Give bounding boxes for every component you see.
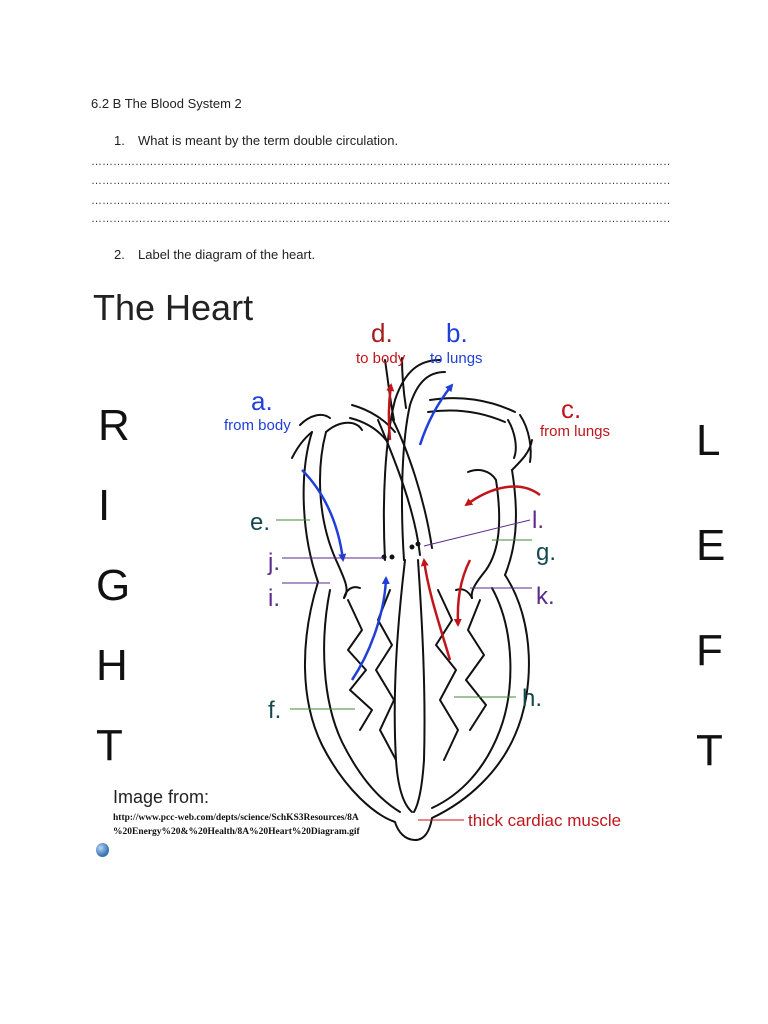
label-e: e. (250, 509, 270, 536)
label-i: i. (268, 585, 280, 612)
answer-line[interactable]: …………………………………………………………………………………………………………… (91, 213, 671, 225)
arrow-blue-right-atrium (301, 469, 347, 562)
question-1: 1. What is meant by the term double circu… (114, 133, 398, 148)
label-h: h. (522, 685, 542, 712)
side-letter: H (96, 641, 128, 690)
side-letter: T (96, 721, 123, 770)
heart-diagram: The Heart R I G H T L E F T (93, 287, 725, 841)
left-side-letters: L E F T (696, 416, 725, 775)
arrow-blue-to-lungs (418, 383, 454, 446)
label-c: c. (561, 394, 581, 424)
label-k: k. (536, 583, 555, 610)
arrow-blue-right-ventricle (350, 576, 390, 681)
label-leader-lines (276, 519, 532, 821)
label-f: f. (268, 697, 281, 724)
label-a: a. (251, 386, 273, 416)
label-d-sub: to body (356, 350, 406, 367)
question-number: 2. (114, 247, 125, 262)
question-2: 2. Label the diagram of the heart. (114, 247, 315, 262)
side-letter: L (696, 416, 720, 465)
label-a-sub: from body (224, 417, 291, 434)
arrow-red-left-vent-up (420, 558, 452, 661)
arrow-red-left-atrium (464, 485, 541, 507)
heart-labels: a. from body b. to lungs c. from lungs d… (224, 318, 621, 830)
label-j: j. (267, 549, 280, 576)
answer-line[interactable]: …………………………………………………………………………………………………………… (91, 195, 671, 207)
label-d: d. (371, 318, 393, 348)
side-letter: F (696, 626, 723, 675)
side-letter: R (98, 401, 130, 450)
answer-line[interactable]: …………………………………………………………………………………………………………… (91, 175, 671, 187)
source-heading: Image from: (113, 787, 209, 807)
image-source: Image from: http://www.pcc-web.com/depts… (113, 787, 361, 837)
question-text: What is meant by the term double circula… (138, 133, 399, 148)
label-thick-muscle: thick cardiac muscle (468, 811, 621, 830)
label-b-sub: to lungs (430, 350, 483, 367)
worksheet-title: 6.2 B The Blood System 2 (91, 96, 242, 111)
label-l: l. (532, 507, 544, 534)
side-letter: T (696, 726, 723, 775)
arrow-red-left-ventricle (453, 559, 472, 627)
question-text: Label the diagram of the heart. (138, 247, 316, 262)
side-letter: G (96, 561, 130, 610)
source-url-line: %20Energy%20&%20Health/8A%20Heart%20Diag… (113, 827, 361, 837)
label-b: b. (446, 318, 468, 348)
arrow-red-to-body (386, 383, 395, 441)
diagram-title: The Heart (93, 287, 253, 328)
answer-line[interactable]: …………………………………………………………………………………………………………… (91, 156, 671, 168)
right-side-letters: R I G H T (96, 401, 130, 770)
question-number: 1. (114, 133, 125, 148)
label-g: g. (536, 539, 556, 566)
flow-arrows (301, 383, 541, 681)
side-letter: E (696, 521, 725, 570)
globe-icon[interactable] (96, 843, 109, 857)
side-letter: I (98, 481, 110, 530)
heart-outline (291, 357, 533, 841)
source-url-line: http://www.pcc-web.com/depts/science/Sch… (113, 813, 359, 823)
label-c-sub: from lungs (540, 423, 610, 440)
